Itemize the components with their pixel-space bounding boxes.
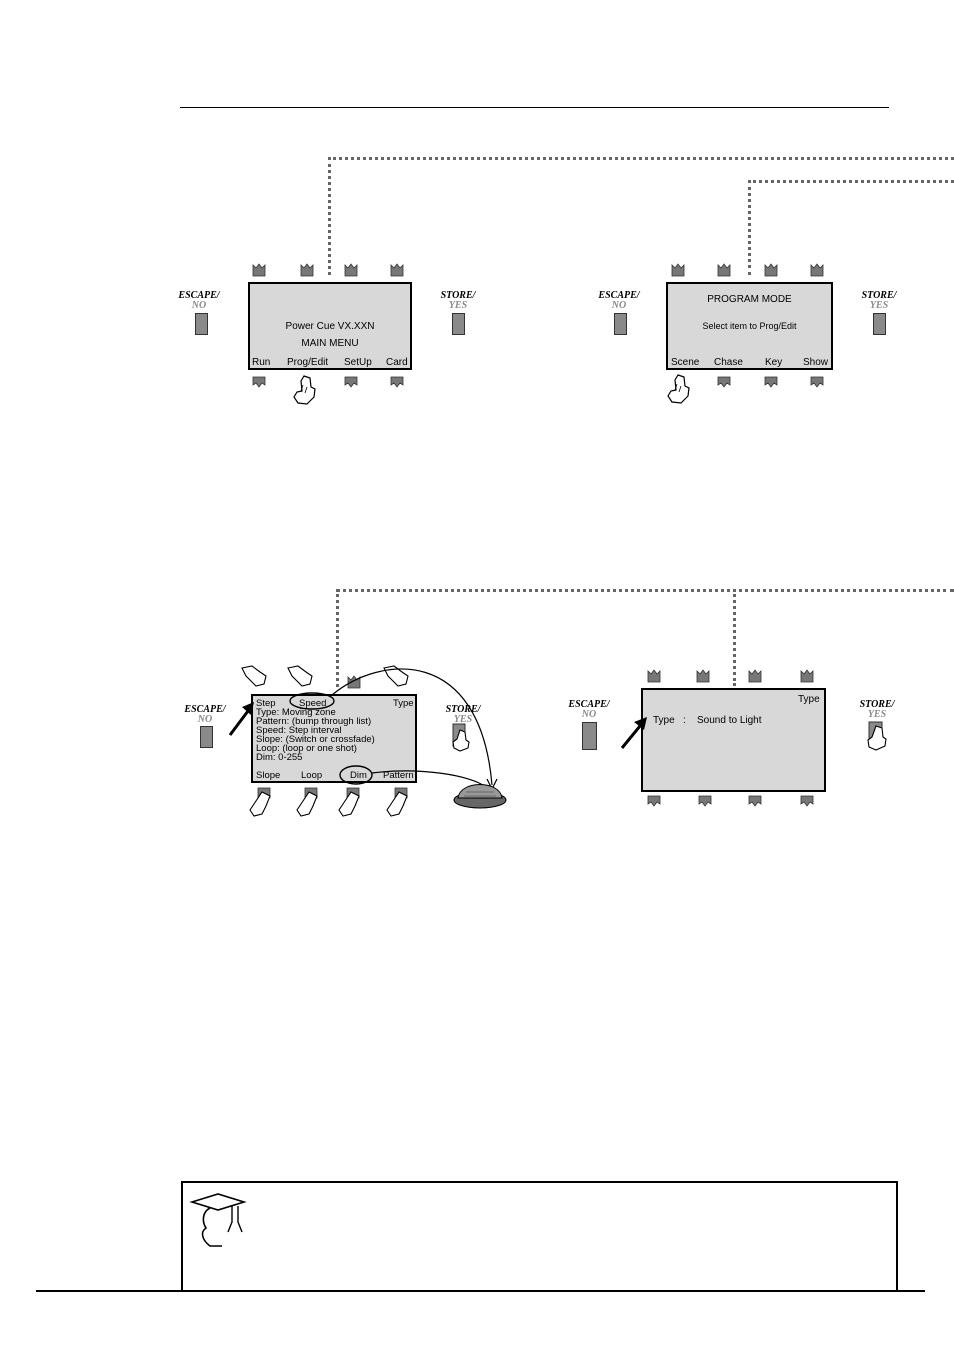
slope-line: Slope: (Switch or crossfade): [256, 734, 375, 745]
escape-no-label: ESCAPE/ NO: [176, 291, 222, 311]
lcd-screen: PROGRAM MODE Select item to Prog/Edit Sc…: [666, 282, 833, 370]
top-hand-icons: [241, 665, 409, 689]
screen-title: Type: [798, 694, 820, 705]
pointing-hand-icon: [667, 374, 690, 404]
soft-key-label-step: Step: [256, 698, 276, 709]
escape-label: ESCAPE/: [178, 290, 220, 301]
soft-key-label-loop: Loop: [301, 770, 323, 781]
footer-rule: [36, 1290, 925, 1292]
soft-key-label-prog-edit: Prog/Edit: [287, 357, 329, 368]
yes-label: YES: [453, 714, 473, 725]
store-label: STORE/: [859, 699, 895, 710]
no-label: NO: [191, 300, 207, 311]
escape-label: ESCAPE/: [568, 699, 610, 710]
store-yes-label: STORE/ YES: [854, 700, 900, 720]
yes-label: YES: [867, 709, 887, 720]
store-yes-label: STORE/ YES: [440, 705, 486, 725]
store-label: STORE/: [445, 704, 481, 715]
instruction-text: Select item to Prog/Edit: [702, 321, 797, 331]
dim-line: Dim: 0-255: [256, 752, 303, 763]
annotation-overlay: [228, 668, 507, 809]
soft-key-label-card: Card: [386, 357, 408, 368]
type-field-label: Type: [653, 715, 675, 726]
escape-label: ESCAPE/: [184, 704, 226, 715]
type-line: Type: Moving zone: [256, 707, 336, 718]
store-yes-label: STORE/ YES: [435, 291, 481, 311]
bottom-soft-key-tabs: [647, 795, 814, 807]
curve-arrow: [331, 668, 493, 786]
yes-label: YES: [448, 300, 468, 311]
soft-key-label-speed: Speed: [299, 698, 327, 709]
escape-no-label: ESCAPE/ NO: [566, 700, 612, 720]
no-label: NO: [611, 300, 627, 311]
yes-label: YES: [869, 300, 889, 311]
store-yes-key[interactable]: [452, 313, 465, 335]
no-label: NO: [197, 714, 213, 725]
main-menu-title: MAIN MENU: [301, 338, 359, 349]
top-soft-key-tabs: [252, 263, 404, 277]
field-separator: :: [683, 715, 686, 726]
tip-box: [181, 1181, 898, 1291]
escape-no-key[interactable]: [582, 722, 597, 750]
soft-key-label-chase: Chase: [714, 357, 743, 368]
speed-line: Speed: Step interval: [256, 725, 342, 736]
dim-highlight-ellipse: [339, 765, 373, 785]
connector-line: [328, 157, 954, 160]
bottom-soft-key-tabs: [252, 376, 404, 388]
escape-label: ESCAPE/: [598, 290, 640, 301]
type-field-value: Sound to Light: [697, 715, 762, 726]
lcd-screen: Type Type : Sound to Light: [641, 688, 826, 792]
version-text: Power Cue VX.XXN: [285, 321, 375, 332]
header-rule: [180, 107, 889, 108]
connector-line: [336, 589, 339, 687]
bottom-soft-key-tabs: [717, 376, 824, 388]
soft-key-label-key: Key: [765, 357, 783, 368]
soft-key-label-scene: Scene: [671, 357, 700, 368]
loop-line: Loop: (loop or one shot): [256, 743, 357, 754]
curve-arrow: [371, 770, 487, 788]
store-yes-key[interactable]: [862, 718, 890, 752]
top-soft-key-tabs: [671, 263, 824, 277]
speed-highlight-ellipse: [289, 692, 335, 710]
connector-line: [328, 157, 331, 275]
escape-no-label: ESCAPE/ NO: [182, 705, 228, 725]
store-yes-key[interactable]: [873, 313, 886, 335]
pointing-hand-icon: [867, 725, 887, 751]
store-label: STORE/: [440, 290, 476, 301]
soft-key-label-show: Show: [803, 357, 829, 368]
soft-key-label-type: Type: [393, 698, 414, 709]
pointer-arrow-icon: [228, 702, 254, 736]
top-soft-key-tabs: [647, 669, 814, 683]
pointer-arrow-icon: [620, 717, 647, 749]
program-mode-title: PROGRAM MODE: [707, 294, 792, 305]
store-yes-key[interactable]: [448, 722, 474, 752]
pointing-hand-icon: [293, 375, 316, 405]
connector-line: [336, 589, 954, 592]
lcd-screen: Power Cue VX.XXN MAIN MENU Run Prog/Edit…: [248, 282, 412, 370]
connector-line: [748, 180, 954, 183]
graduate-head-icon: [189, 1193, 247, 1247]
soft-key-label-setup: SetUp: [344, 357, 372, 368]
soft-key-label-pattern: Pattern: [383, 770, 414, 781]
soft-key-label-dim: Dim: [350, 770, 367, 781]
escape-no-key[interactable]: [614, 313, 627, 335]
escape-no-key[interactable]: [195, 313, 208, 335]
lcd-screen: Step Speed Type Type: Moving zone Patter…: [251, 694, 417, 783]
escape-no-label: ESCAPE/ NO: [596, 291, 642, 311]
store-yes-label: STORE/ YES: [856, 291, 902, 311]
soft-key-label-run: Run: [252, 357, 271, 368]
bottom-hand-icons: [249, 787, 408, 817]
escape-no-key[interactable]: [200, 726, 213, 748]
connector-line: [733, 589, 736, 686]
store-label: STORE/: [861, 290, 897, 301]
soft-key-label-slope: Slope: [256, 770, 281, 781]
connector-line: [748, 180, 751, 275]
pointing-hand-icon: [452, 729, 470, 752]
jog-wheel-icon: [453, 784, 507, 809]
no-label: NO: [581, 709, 597, 720]
pattern-line: Pattern: (bump through list): [256, 716, 372, 727]
